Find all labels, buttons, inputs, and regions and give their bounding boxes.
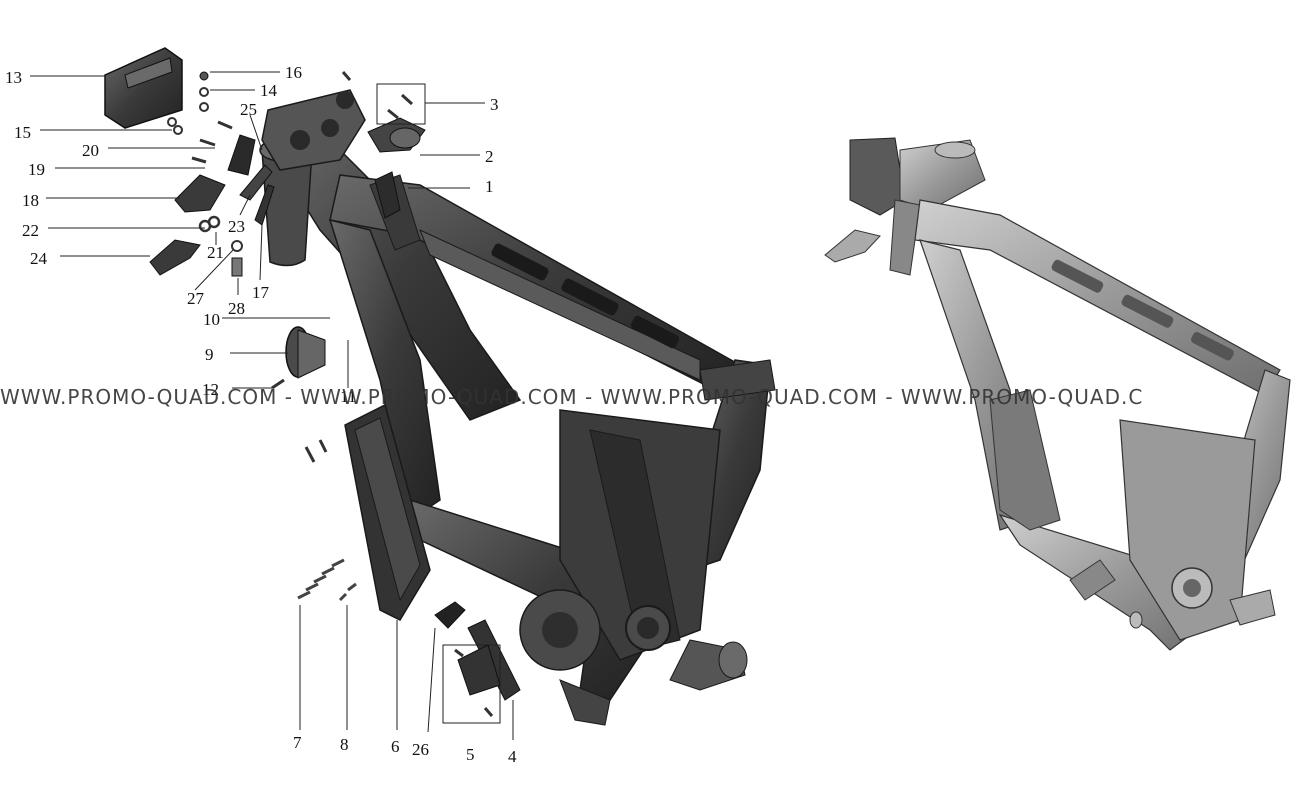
callout-2: 2 [485, 147, 494, 166]
assembled-frame-view [824, 137, 1291, 651]
callout-3: 3 [490, 95, 499, 114]
callout-5: 5 [466, 745, 475, 764]
callout-16: 16 [285, 63, 302, 82]
watermark-label: WWW.PROMO-QUAD.COM - WWW.PROMO-QUAD.COM … [0, 385, 1144, 409]
callout-11: 11 [340, 387, 356, 406]
callout-12: 12 [202, 380, 219, 399]
callout-26: 26 [412, 740, 429, 759]
callout-9: 9 [205, 345, 214, 364]
leader-lines [30, 71, 514, 740]
callout-18: 18 [22, 191, 39, 210]
callout-17: 17 [252, 283, 270, 302]
hardware-cluster-left [104, 47, 521, 724]
callout-6: 6 [391, 737, 400, 756]
callout-19: 19 [28, 160, 45, 179]
callout-27: 27 [187, 289, 205, 308]
callout-23: 23 [228, 217, 245, 236]
callout-28: 28 [228, 299, 245, 318]
callout-7: 7 [293, 733, 302, 752]
callouts: 1 2 3 4 5 6 7 8 9 10 11 12 13 14 15 16 1… [5, 63, 517, 766]
watermark-text: WWW.PROMO-QUAD.COM - WWW.PROMO-QUAD.COM … [0, 385, 1295, 415]
callout-10: 10 [203, 310, 220, 329]
callout-1: 1 [485, 177, 494, 196]
callout-20: 20 [82, 141, 99, 160]
callout-21: 21 [207, 243, 224, 262]
callout-4: 4 [508, 747, 517, 766]
callout-8: 8 [340, 735, 349, 754]
callout-24: 24 [30, 249, 48, 268]
callout-15: 15 [14, 123, 31, 142]
callout-14: 14 [260, 81, 278, 100]
callout-22: 22 [22, 221, 39, 240]
main-frame-exploded [259, 89, 776, 726]
callout-13: 13 [5, 68, 22, 87]
callout-25: 25 [240, 100, 257, 119]
